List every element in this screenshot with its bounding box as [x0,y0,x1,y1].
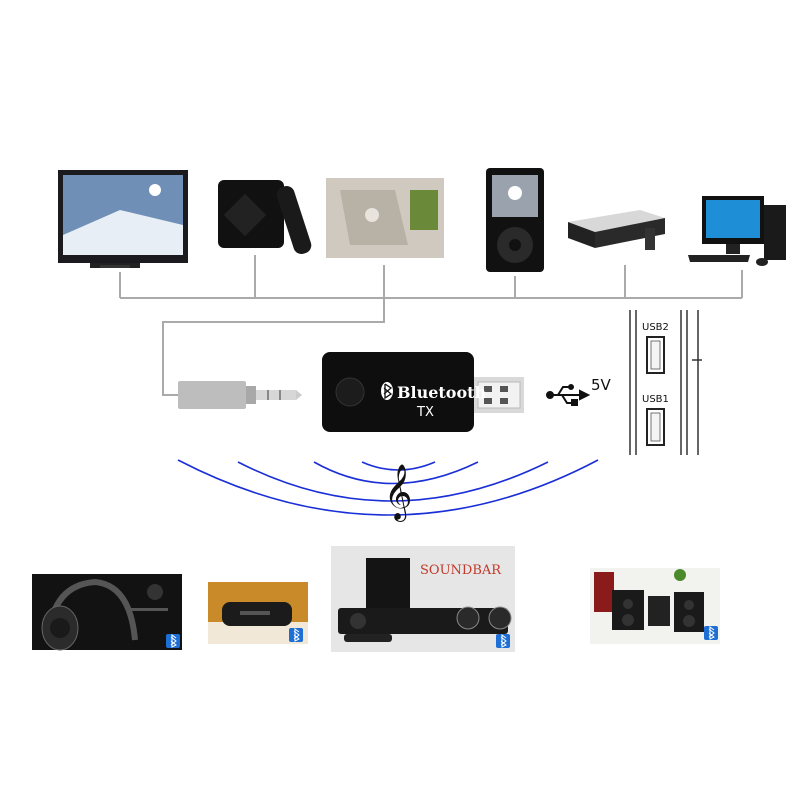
svg-text:𝄞: 𝄞 [384,464,412,522]
usb-port-panel [629,310,702,455]
soundbar-system-icon [331,546,515,652]
usb1-port [646,408,665,446]
bluetooth-badge-icon [166,634,180,648]
signal-waves [177,459,599,516]
bluetooth-badge-icon [704,626,718,640]
bluetooth-transmitter [322,352,524,432]
dvd-player-icon [568,210,665,250]
tv-box-icon [218,180,312,254]
bluetooth-badge-icon [289,628,303,642]
dongle-brand-label: Bluetooth [397,383,487,402]
usb2-port [646,336,665,374]
bookshelf-speakers-icon [590,568,720,644]
music-note-icon: 𝄞 [384,464,412,522]
source-bus-wire [119,255,743,396]
voltage-label: 5V [591,376,612,394]
headphones-icon [32,574,182,651]
dongle-mode-label: TX [416,405,434,420]
laptop-icon [326,178,444,258]
audio-jack-icon [178,381,302,409]
tv-icon [58,170,188,268]
soundbar-label: SOUNDBAR [420,563,502,578]
usb2-port-label: USB2 [642,322,669,333]
usb1-port-label: USB1 [642,394,669,405]
bluetooth-logo-icon [381,382,393,400]
bluetooth-badge-icon [496,634,510,648]
mp3-player-icon [486,168,544,272]
usb-symbol-icon [546,384,591,406]
desktop-pc-icon [688,196,786,266]
